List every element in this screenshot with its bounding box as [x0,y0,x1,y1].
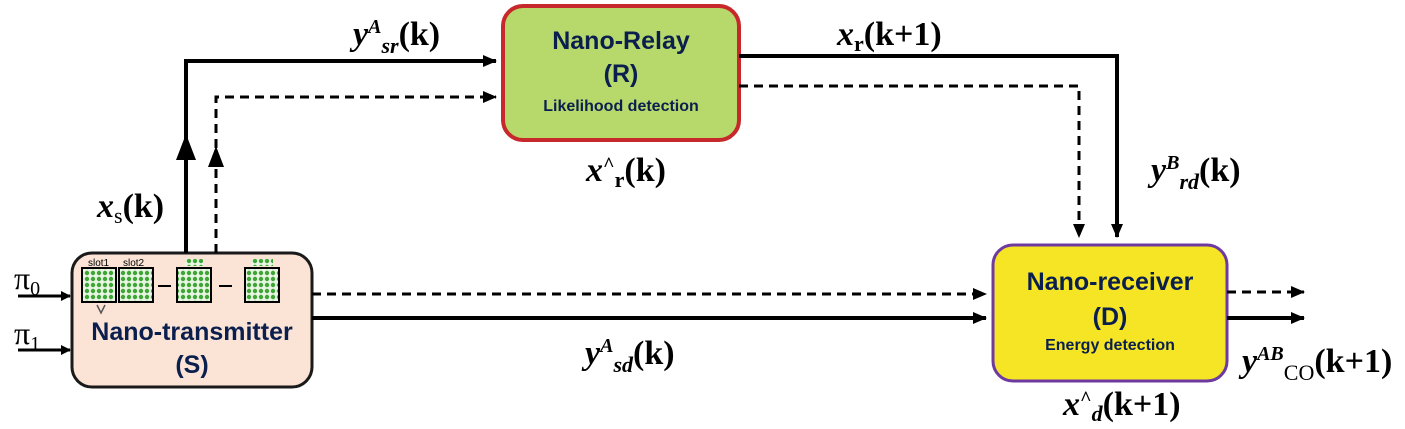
receiver-node-label: (D) [1093,303,1128,331]
transmitter-title: Nano-transmitter [91,318,293,346]
label-yco: yABCO(k+1) [1238,343,1392,385]
release-dots-1 [185,259,203,266]
link-r-to-d-dashed [739,84,1085,238]
slot1-label: slot1 [88,258,110,269]
label-ysd: yAsd(k) [581,335,675,377]
label-ysr: yAsr(k) [349,16,440,58]
release-dots-2 [251,259,273,266]
link-r-to-d-solid [739,54,1123,238]
relay-method: Likelihood detection [543,98,699,115]
slot4-molecules [244,267,280,303]
dashed-riser-arrowhead [208,146,224,167]
link-s-to-r-solid [184,55,497,253]
slot3-molecules [176,267,212,303]
link-s-to-r-dashed [214,91,497,253]
label-xhat-d: x^d(k+1) [1062,386,1181,426]
slot-tick-icon [96,304,106,315]
xs-arrowhead [176,134,196,160]
transmitter-node-label: (S) [175,351,208,379]
receiver-method: Energy detection [1045,337,1175,354]
label-yrd: yBrd(k) [1147,152,1241,194]
nano-transmitter-node: slot1 slot2 Nano-transmitter (S) [70,251,314,389]
input-pi1: π1 [14,315,40,355]
slot1-molecules [81,267,117,303]
label-xs: xs(k) [96,188,164,228]
slot2-label: slot2 [123,258,145,269]
input-pi0: π0 [14,260,40,300]
relay-box [501,4,741,142]
receiver-box [991,243,1229,383]
nano-relay-node: Nano-Relay (R) Likelihood detection [501,4,741,142]
label-xhat-r: x^r(k) [585,152,666,192]
nano-receiver-node: Nano-receiver (D) Energy detection [991,243,1229,383]
receiver-title: Nano-receiver [1027,268,1194,296]
slot2-molecules [118,267,154,303]
relay-title: Nano-Relay [552,27,690,55]
relay-node-label: (R) [604,60,639,88]
label-xr: xr(k+1) [836,16,942,56]
